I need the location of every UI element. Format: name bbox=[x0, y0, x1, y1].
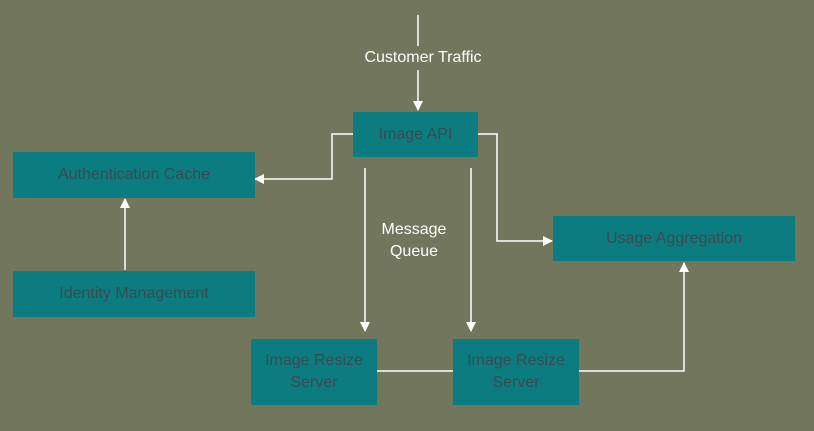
edge-resize-2-to-usage bbox=[579, 262, 689, 372]
usage-aggregation-node: Usage Aggregation bbox=[553, 216, 795, 261]
edge-image-api-to-usage bbox=[478, 133, 553, 246]
image-resize-server-2-label: Image Resize Server bbox=[467, 352, 565, 391]
image-resize-server-1-label: Image Resize Server bbox=[265, 352, 363, 391]
image-api-node: Image API bbox=[353, 112, 478, 157]
authentication-cache-label: Authentication Cache bbox=[57, 166, 211, 183]
identity-management-label: Identity Management bbox=[59, 285, 209, 302]
customer-traffic-label: Customer Traffic bbox=[364, 49, 482, 66]
image-resize-server-1-node: Image Resize Server bbox=[251, 339, 377, 405]
identity-management-node: Identity Management bbox=[13, 271, 255, 317]
image-api-label: Image API bbox=[378, 125, 453, 143]
usage-aggregation-label: Usage Aggregation bbox=[605, 229, 743, 247]
authentication-cache-node: Authentication Cache bbox=[13, 152, 255, 198]
image-resize-server-2-node: Image Resize Server bbox=[453, 339, 579, 405]
edge-image-api-to-auth-cache bbox=[254, 133, 353, 184]
message-queue-label: Message Queue bbox=[381, 221, 447, 260]
